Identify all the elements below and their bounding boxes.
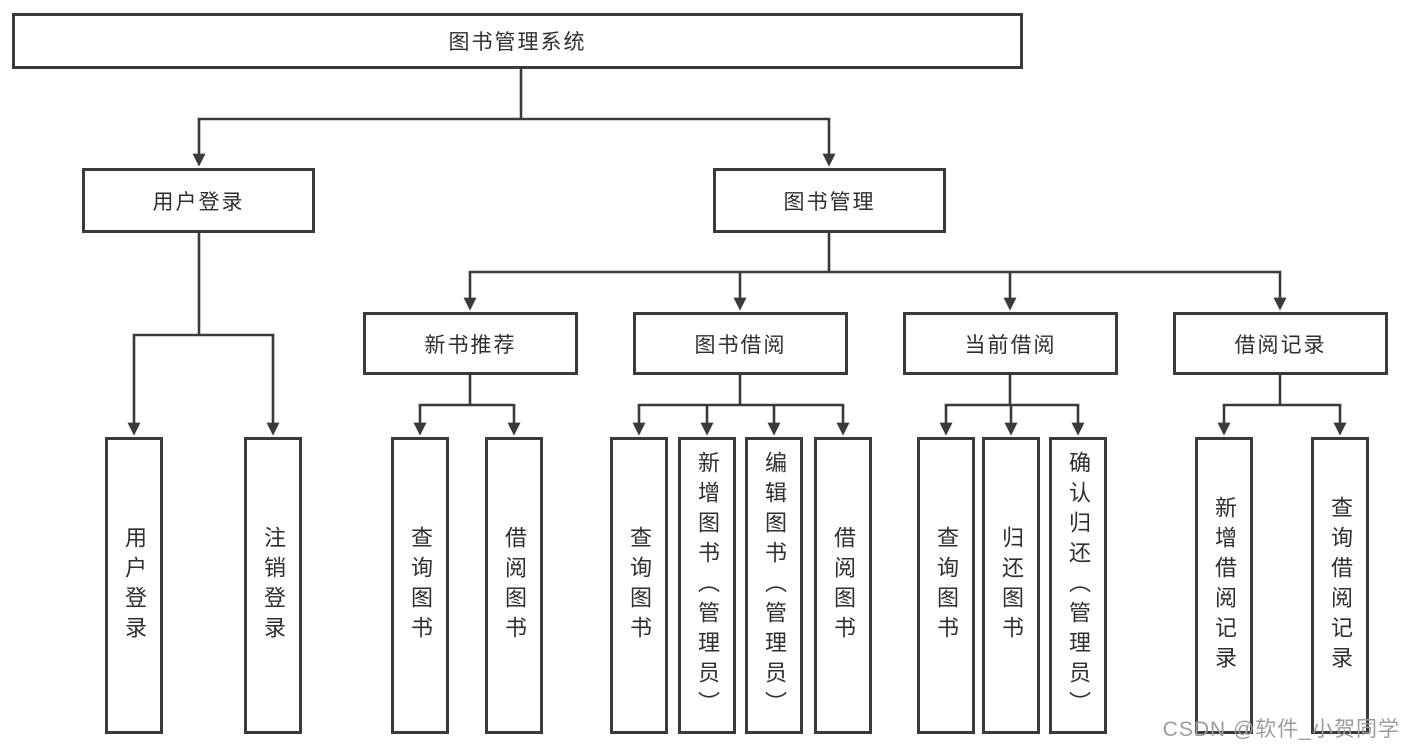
node-current-borrow-label: 当前借阅 <box>964 333 1057 357</box>
leaf-query-books-recommend-label: 查询图书 <box>408 525 433 646</box>
leaf-add-borrow-record: 新增借阅记录 <box>1195 437 1253 734</box>
leaf-return-book-label: 归还图书 <box>999 525 1024 646</box>
node-book-borrow: 图书借阅 <box>633 312 848 375</box>
leaf-user-login-label: 用户登录 <box>122 525 147 646</box>
watermark-text: CSDN @软件_小贺同学 <box>1162 718 1400 741</box>
leaf-query-books-current-label: 查询图书 <box>934 525 959 646</box>
leaf-logout: 注销登录 <box>244 437 302 734</box>
leaf-confirm-return-admin-label: 确认归还（管理员） <box>1066 450 1091 721</box>
node-book-management-label: 图书管理 <box>783 190 876 214</box>
node-new-book-recommend-label: 新书推荐 <box>424 333 517 357</box>
leaf-query-borrow-record: 查询借阅记录 <box>1311 437 1369 734</box>
leaf-confirm-return-admin: 确认归还（管理员） <box>1049 437 1107 734</box>
leaf-query-borrow-record-label: 查询借阅记录 <box>1328 495 1353 676</box>
leaf-borrow-books-label: 借阅图书 <box>831 525 856 646</box>
node-borrow-records: 借阅记录 <box>1173 312 1388 375</box>
leaf-edit-book-admin: 编辑图书（管理员） <box>745 437 803 734</box>
leaf-edit-book-admin-label: 编辑图书（管理员） <box>762 450 787 721</box>
node-book-borrow-label: 图书借阅 <box>694 333 787 357</box>
node-root-system-label: 图书管理系统 <box>448 31 587 54</box>
leaf-borrow-books: 借阅图书 <box>814 437 872 734</box>
node-root-system: 图书管理系统 <box>12 13 1023 69</box>
leaf-add-book-admin: 新增图书（管理员） <box>678 437 736 734</box>
node-borrow-records-label: 借阅记录 <box>1234 333 1327 357</box>
leaf-logout-label: 注销登录 <box>261 525 286 646</box>
node-user-login-label: 用户登录 <box>152 190 245 214</box>
leaf-query-books-recommend: 查询图书 <box>391 437 449 734</box>
leaf-return-book: 归还图书 <box>982 437 1040 734</box>
node-user-login: 用户登录 <box>82 168 315 233</box>
node-new-book-recommend: 新书推荐 <box>363 312 578 375</box>
leaf-user-login: 用户登录 <box>105 437 163 734</box>
node-book-management: 图书管理 <box>713 168 946 233</box>
leaf-add-borrow-record-label: 新增借阅记录 <box>1212 495 1237 676</box>
leaf-query-books-borrow-label: 查询图书 <box>627 525 652 646</box>
node-current-borrow: 当前借阅 <box>903 312 1118 375</box>
leaf-add-book-admin-label: 新增图书（管理员） <box>695 450 720 721</box>
leaf-borrow-books-recommend-label: 借阅图书 <box>502 525 527 646</box>
leaf-borrow-books-recommend: 借阅图书 <box>485 437 543 734</box>
leaf-query-books-borrow: 查询图书 <box>610 437 668 734</box>
leaf-query-books-current: 查询图书 <box>917 437 975 734</box>
